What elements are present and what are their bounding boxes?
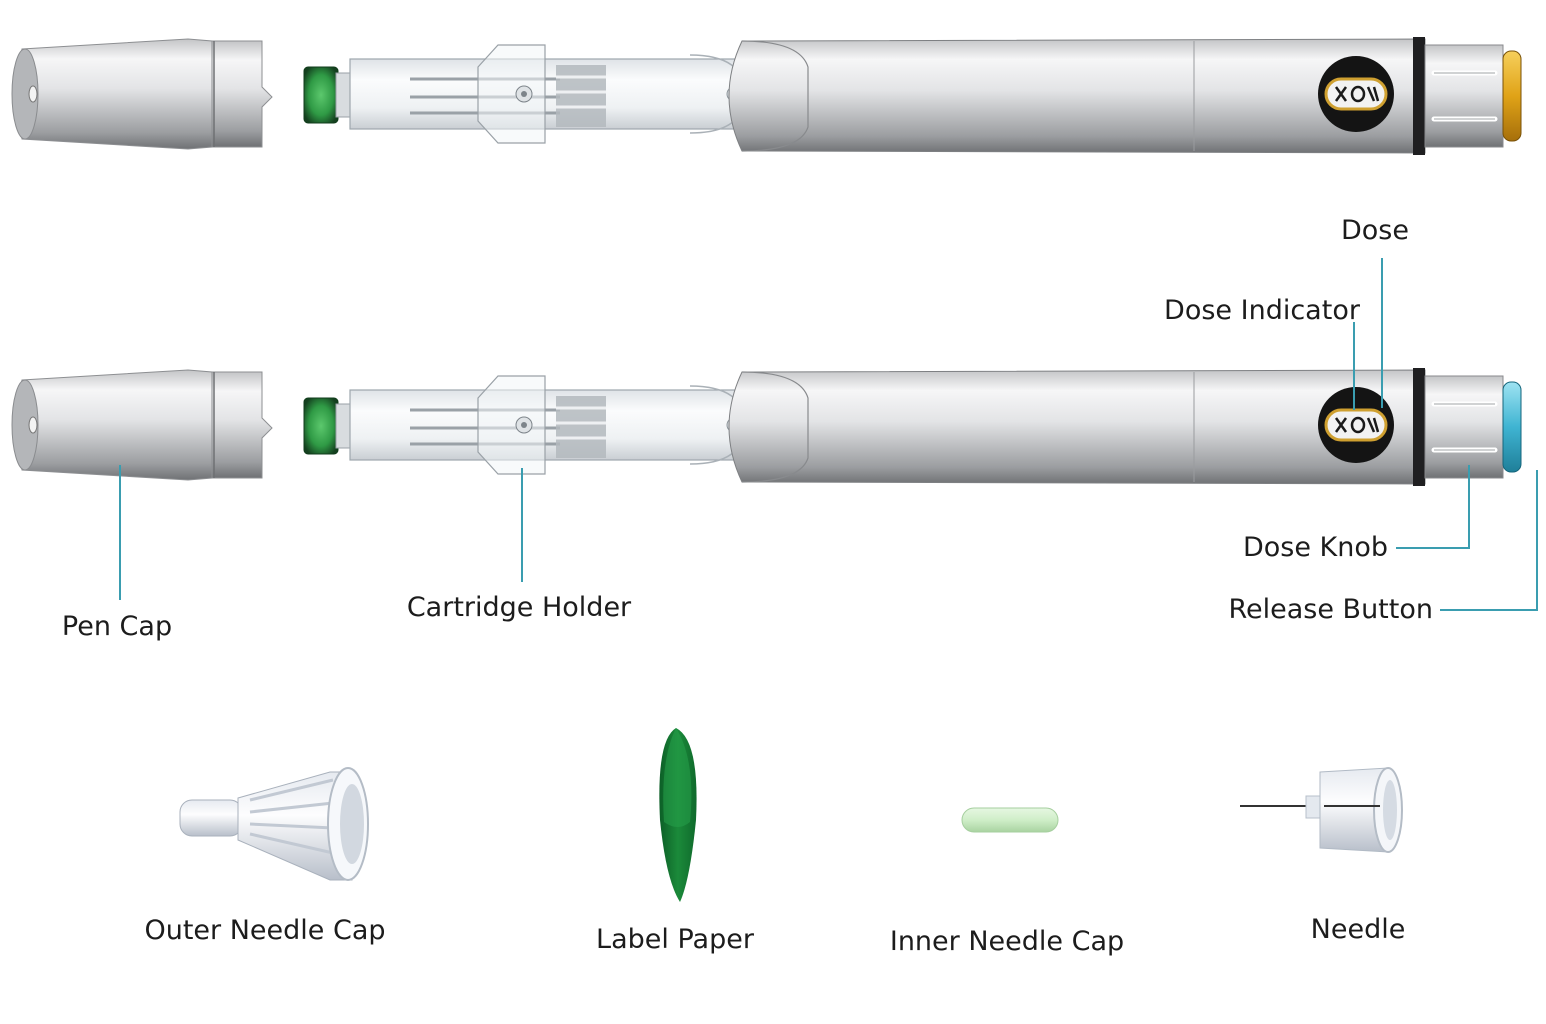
label-paper-illustration <box>659 728 697 902</box>
release-button-blue <box>1502 381 1522 473</box>
label-label-paper: Label Paper <box>596 924 754 955</box>
label-pen-cap: Pen Cap <box>61 611 173 642</box>
label-release-button: Release Button <box>1228 594 1433 625</box>
label-needle: Needle <box>1310 914 1406 945</box>
leader-lines <box>119 258 1538 611</box>
label-dose-knob: Dose Knob <box>1242 532 1388 563</box>
release-button-gold <box>1502 50 1522 142</box>
label-inner-needle-cap: Inner Needle Cap <box>889 926 1125 957</box>
leader-dose-knob <box>1396 465 1470 549</box>
pen-top <box>12 37 1522 155</box>
pen-bottom <box>12 368 1522 486</box>
needle-illustration <box>1240 767 1403 853</box>
label-dose-indicator: Dose Indicator <box>1164 295 1360 326</box>
leader-release-button <box>1440 470 1538 611</box>
label-dose: Dose <box>1341 215 1409 246</box>
label-cartridge-holder: Cartridge Holder <box>406 592 632 623</box>
label-outer-needle-cap: Outer Needle Cap <box>144 915 386 946</box>
inner-needle-cap-illustration <box>961 807 1059 833</box>
outer-needle-cap-illustration <box>179 767 369 881</box>
